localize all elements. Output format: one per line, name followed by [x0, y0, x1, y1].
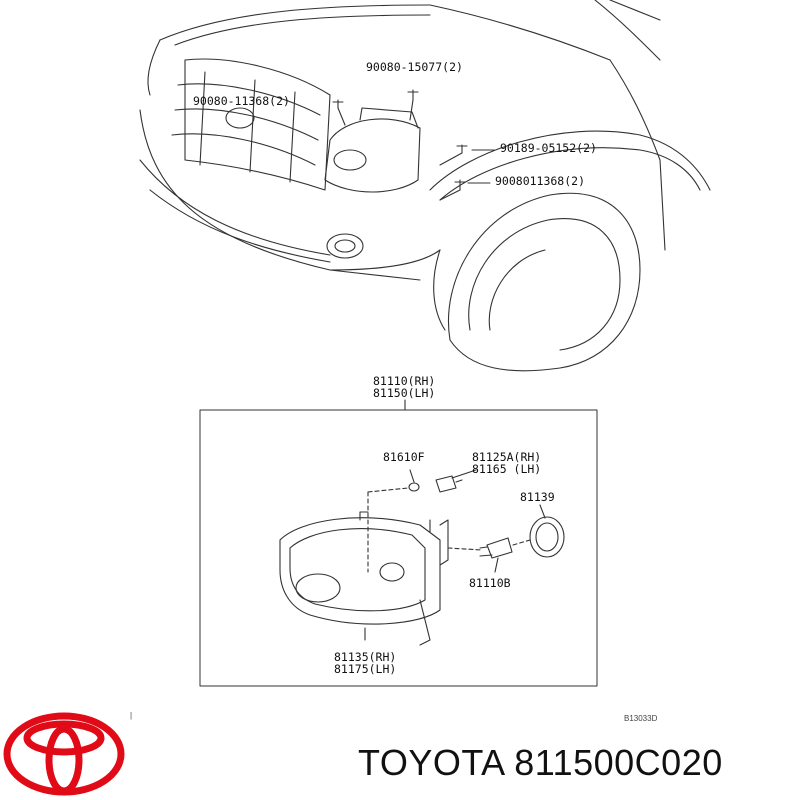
part-81139: 81139 — [520, 490, 555, 504]
toyota-logo — [3, 712, 125, 796]
assembly-label-lh: 81150(LH) — [373, 386, 436, 400]
tick-mark: | — [130, 711, 133, 720]
reference-code: B13033D — [624, 714, 658, 723]
part-81610f: 81610F — [383, 450, 425, 464]
part-number: 811500C020 — [514, 742, 723, 783]
part-81110b: 81110B — [469, 576, 511, 590]
callout-90189-05152: 90189-05152(2) — [500, 141, 597, 155]
headlamp-housing-drawing — [279, 469, 565, 646]
callout-9008011368: 9008011368(2) — [495, 174, 586, 188]
brand-caption: TOYOTA 811500C020 — [358, 742, 723, 784]
part-81135-rh: 81135(RH) — [334, 650, 397, 664]
part-81125a-rh: 81125A(RH) — [472, 450, 542, 464]
callout-90080-15077: 90080-15077(2) — [366, 60, 463, 74]
assembly-label-rh: 81110(RH) — [373, 374, 436, 388]
brand-name: TOYOTA — [358, 742, 504, 783]
part-81175-lh: 81175(LH) — [334, 662, 397, 676]
part-81165-lh: 81165 (LH) — [472, 462, 542, 476]
vehicle-front-drawing — [139, 0, 711, 372]
assembly-frame — [199, 409, 598, 687]
callout-90080-11368: 90080-11368(2) — [193, 94, 290, 108]
